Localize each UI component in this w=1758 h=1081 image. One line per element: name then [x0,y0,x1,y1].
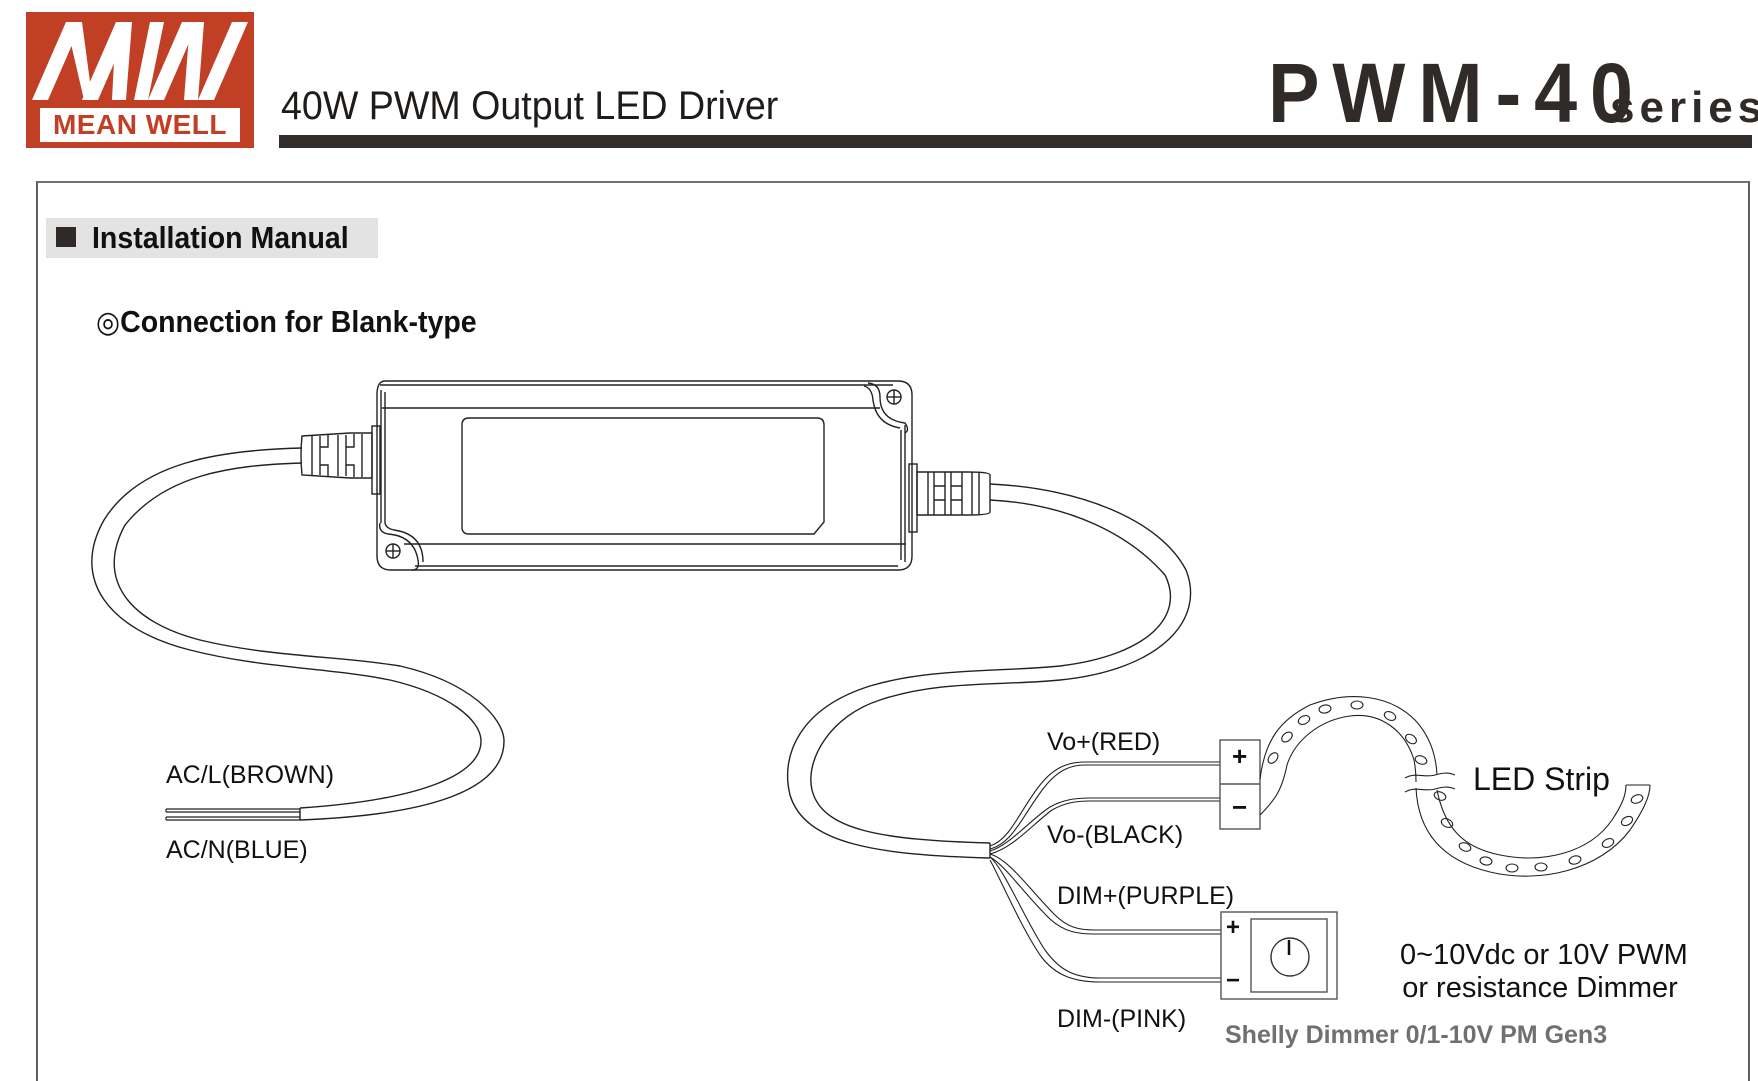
header-rule [279,135,1752,148]
led-terminal-block [1219,739,1261,830]
model-name: PWM-40 [1268,46,1646,140]
dimmer-terminal-minus: − [1226,967,1241,994]
section-title: Installation Manual [92,220,349,255]
mean-well-logo: MEAN WELL [26,12,254,148]
led-terminal-minus: − [1232,792,1248,822]
led-terminal-plus: + [1232,741,1248,771]
brand-wordmark: MEAN WELL [40,108,240,142]
subsection-title: ◎Connection for Blank-type [96,302,477,343]
dimmer-product-name: Shelly Dimmer 0/1-10V PM Gen3 [1225,1021,1608,1049]
product-subtitle: 40W PWM Output LED Driver [281,84,779,128]
ac-input-wire-ends [165,808,300,821]
led-dots [1267,700,1644,873]
ac-input-cable [91,447,505,821]
content-frame [36,181,1750,1081]
dimmer-description-line1: 0~10Vdc or 10V PWM [1400,939,1688,971]
led-strip-label: LED Strip [1473,761,1610,797]
dc-output-cable [786,483,1192,859]
dimmer-terminal-plus: + [1226,914,1241,941]
vo-plus-label: Vo+(RED) [1047,728,1161,756]
right-strain-relief-icon [908,463,991,533]
subsection-title-text: Connection for Blank-type [120,304,477,339]
mw-logo-icon [32,22,248,100]
series-label: series [1610,83,1758,132]
section-heading: Installation Manual [46,218,378,258]
ac-line-label: AC/L(BROWN) [166,761,335,789]
dimmer-icon [1220,911,1338,1000]
vo-minus-label: Vo-(BLACK) [1047,821,1184,849]
ac-neutral-label: AC/N(BLUE) [166,836,308,864]
dim-minus-label: DIM-(PINK) [1057,1005,1187,1033]
led-driver-body-icon [376,380,913,571]
left-strain-relief-icon [300,425,381,495]
dim-plus-label: DIM+(PURPLE) [1057,882,1235,910]
dimmer-description-line2: or resistance Dimmer [1402,972,1678,1004]
square-bullet-icon [56,227,76,247]
led-strip-icon [1259,696,1651,877]
double-circle-icon: ◎ [96,305,121,340]
output-wires [989,761,1221,983]
